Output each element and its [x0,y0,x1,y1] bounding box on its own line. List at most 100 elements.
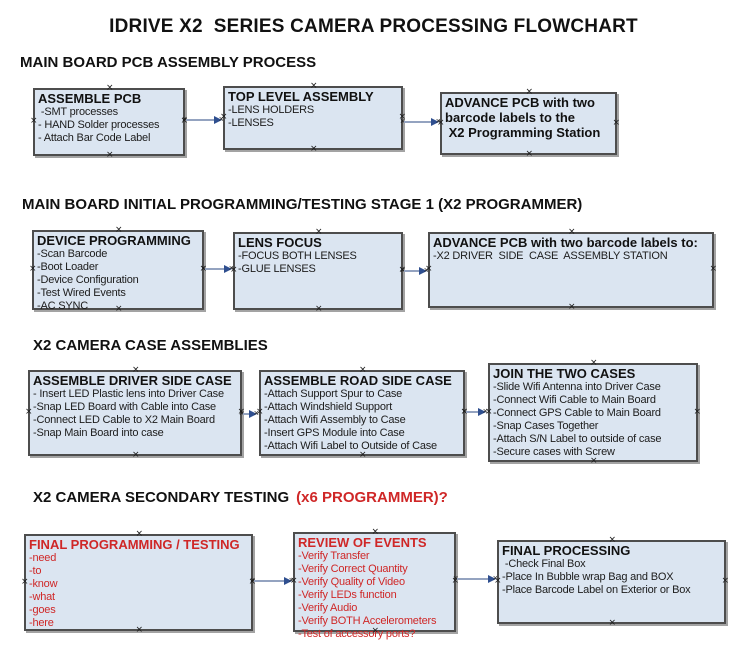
connection-handle-icon: × [568,227,576,237]
connection-handle-icon: × [525,149,534,159]
box-line: -AC SYNC [37,300,88,312]
box-line: -Attach S/N Label to outside of case [493,433,662,445]
page-title: IDRIVE X2 SERIES CAMERA PROCESSING FLOWC… [109,16,638,37]
flow-box-top-level-assembly[interactable]: TOP LEVEL ASSEMBLY -LENS HOLDERS-LENSES … [220,82,406,154]
box-line: -here [29,617,54,629]
box-line: -Verify Correct Quantity [298,563,408,575]
box-line: -Test of accessory ports? [298,628,416,640]
connection-handle-icon: × [132,450,140,460]
box-line: -FOCUS BOTH LENSES [238,250,357,262]
connection-handle-icon: × [290,576,298,586]
box-title: FINAL PROGRAMMING / TESTING [29,537,240,552]
connection-handle-icon: × [315,227,323,237]
arrow-line [466,411,479,413]
flow-box-advance-pcb-to-programming-station[interactable]: ADVANCE PCB with two barcode labels to t… [437,88,620,159]
connection-handle-icon: × [29,264,37,274]
connection-handle-icon: × [425,264,433,274]
box-line: - HAND Solder processes [38,119,160,131]
flow-box-review-of-events[interactable]: REVIEW OF EVENTS -Verify Transfer-Verify… [290,528,459,641]
box-title: REVIEW OF EVENTS [298,535,427,550]
box-line: -Verify Transfer [298,550,370,562]
flow-arrow [239,409,259,418]
flow-arrow [201,264,234,273]
box-line: -Slide Wifi Antenna into Driver Case [493,381,661,393]
section-heading-text: X2 CAMERA SECONDARY TESTING [33,489,290,506]
box-title: ADVANCE PCB with two barcode labels to: [433,235,698,250]
connection-handle-icon: × [371,527,380,537]
connection-handle-icon: × [30,116,38,126]
flow-box-device-programming[interactable]: DEVICE PROGRAMMING -Scan Barcode-Boot Lo… [29,226,207,314]
box-line: -Attach Windshield Support [264,401,393,413]
flow-box-assemble-road-side-case[interactable]: ASSEMBLE ROAD SIDE CASE -Attach Support … [256,366,468,460]
section-heading-text: X2 CAMERA CASE ASSEMBLIES [33,337,268,354]
connection-handle-icon: × [721,576,729,586]
box-line: -LENSES [228,117,274,129]
box-line: -Connect GPS Cable to Main Board [493,407,661,419]
section-heading-red-suffix: (x6 PROGRAMMER)? [296,489,448,506]
box-line: -Place In Bubble wrap Bag and BOX [502,571,674,583]
box-line: -Boot Loader [37,261,99,273]
connection-handle-icon: × [25,407,33,417]
connection-handle-icon: × [135,529,144,539]
flow-box-final-processing[interactable]: FINAL PROCESSING -Check Final Box-Place … [494,536,729,628]
section-heading-secondary-testing: X2 CAMERA SECONDARY TESTING (x6 PROGRAMME… [33,489,448,506]
connection-handle-icon: × [256,407,264,417]
connection-handle-icon: × [608,618,617,628]
box-line: -Insert GPS Module into Case [264,427,405,439]
flow-box-join-the-two-cases[interactable]: JOIN THE TWO CASES -Slide Wifi Antenna i… [485,359,701,466]
box-line: - Attach Bar Code Label [38,132,151,144]
box-lines: -Scan Barcode-Boot Loader-Device Configu… [37,248,199,313]
connection-handle-icon: × [21,576,29,587]
arrow-line [457,578,489,580]
box-lines: -LENS HOLDERS-LENSES [228,104,398,130]
flow-box-lens-focus[interactable]: LENS FOCUS -FOCUS BOTH LENSES-GLUE LENSE… [230,228,406,314]
flow-box-final-programming-testing[interactable]: FINAL PROGRAMMING / TESTING -need-to-kno… [21,530,256,635]
flow-box-advance-pcb-to-case-assembly[interactable]: ADVANCE PCB with two barcode labels to: … [425,228,717,312]
arrow-line [254,580,285,582]
connection-handle-icon: × [590,456,598,466]
section-heading-initial-programming: MAIN BOARD INITIAL PROGRAMMING/TESTING S… [22,196,582,213]
flow-arrow [400,266,429,275]
box-title: ASSEMBLE PCB [38,91,142,106]
box-title: TOP LEVEL ASSEMBLY [228,89,374,104]
box-title: JOIN THE TWO CASES [493,366,636,381]
box-line: -Scan Barcode [37,248,108,260]
connection-handle-icon: × [310,81,318,91]
box-lines: - Insert LED Plastic lens into Driver Ca… [33,388,237,440]
connection-handle-icon: × [371,626,380,636]
connection-handle-icon: × [230,265,238,275]
connection-handle-icon: × [359,450,367,460]
section-heading-text: MAIN BOARD PCB ASSEMBLY PROCESS [20,54,317,71]
box-line: -Place Barcode Label on Exterior or Box [502,584,691,596]
flow-arrow [453,574,498,583]
box-line: -what [29,591,55,603]
box-line: -GLUE LENSES [238,263,316,275]
connection-handle-icon: × [568,302,576,312]
box-line: -Verify BOTH Accelerometers [298,615,437,627]
connection-handle-icon: × [359,365,367,375]
arrow-line [404,121,432,123]
box-title: FINAL PROCESSING [502,543,631,558]
connection-handle-icon: × [135,625,144,635]
box-lines: -SMT processes- HAND Solder processes- A… [38,106,180,145]
flow-box-assemble-driver-side-case[interactable]: ASSEMBLE DRIVER SIDE CASE - Insert LED P… [25,366,245,460]
connection-handle-icon: × [525,87,534,97]
box-line: -Verify Quality of Video [298,576,405,588]
box-lines: -need-to-know-what-goes-here [29,552,248,630]
box-line: -Verify Audio [298,602,358,614]
connection-handle-icon: × [315,304,323,314]
box-line: -SMT processes [38,106,118,118]
arrow-line [243,413,250,415]
box-line: -LENS HOLDERS [228,104,315,116]
flow-box-assemble-pcb[interactable]: ASSEMBLE PCB -SMT processes- HAND Solder… [30,84,188,160]
connection-handle-icon: × [115,225,123,235]
arrow-line [205,268,225,270]
connection-handle-icon: × [608,535,617,545]
connection-handle-icon: × [494,576,502,586]
section-heading-case-assemblies: X2 CAMERA CASE ASSEMBLIES [33,337,268,354]
box-line: -Secure cases with Screw [493,446,615,458]
connection-handle-icon: × [709,264,717,274]
flow-arrow [462,407,488,416]
connection-handle-icon: × [220,112,228,122]
